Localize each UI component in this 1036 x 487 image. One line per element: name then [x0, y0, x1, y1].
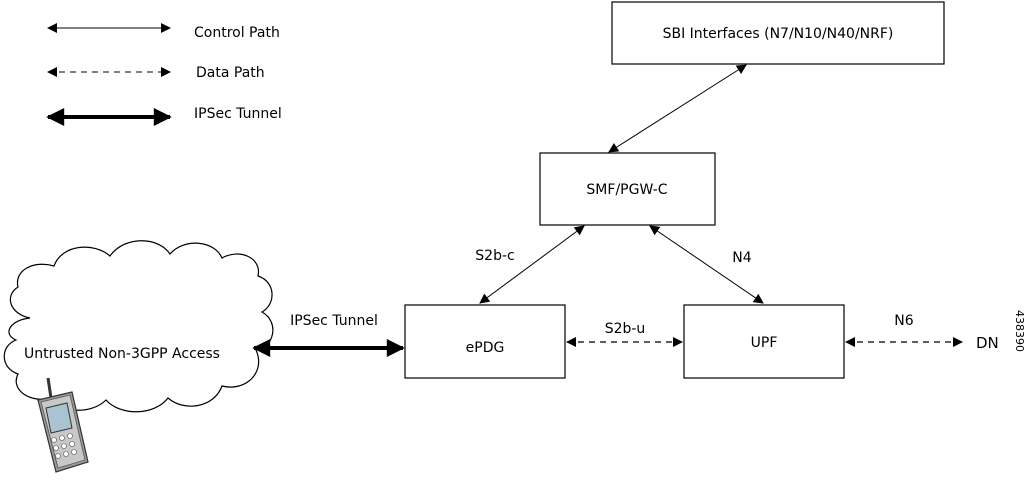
sbi-label: SBI Interfaces (N7/N10/N40/NRF) — [663, 26, 894, 42]
legend: Control Path Data Path IPSec Tunnel — [46, 23, 282, 126]
s2bc-arrow — [479, 225, 585, 304]
legend-ipsec-label: IPSec Tunnel — [194, 106, 282, 122]
n4-arrow — [649, 225, 764, 304]
upf-node: UPF — [683, 304, 845, 379]
n6-label: N6 — [894, 313, 913, 329]
s2bu-label: S2b-u — [605, 321, 646, 337]
epdg-label: ePDG — [466, 340, 505, 356]
upf-label: UPF — [751, 335, 778, 351]
access-label: Untrusted Non-3GPP Access — [24, 346, 220, 362]
smf-node: SMF/PGW-C — [539, 152, 716, 226]
n4-label: N4 — [732, 250, 751, 266]
mobile-phone-icon — [37, 377, 89, 473]
sbi-node: SBI Interfaces (N7/N10/N40/NRF) — [611, 1, 945, 65]
ipsec-tunnel-label: IPSec Tunnel — [290, 313, 378, 329]
sbi-control-arrow — [608, 64, 747, 153]
epdg-node: ePDG — [404, 304, 566, 379]
legend-data-label: Data Path — [196, 65, 265, 81]
figure-id: 438390 — [1013, 310, 1026, 352]
cloud-shape — [3, 240, 274, 413]
smf-label: SMF/PGW-C — [586, 182, 667, 198]
legend-control-label: Control Path — [194, 25, 280, 41]
untrusted-access-cloud: Untrusted Non-3GPP Access — [3, 240, 274, 413]
s2bc-label: S2b-c — [475, 248, 514, 264]
dn-label: DN — [976, 334, 999, 352]
